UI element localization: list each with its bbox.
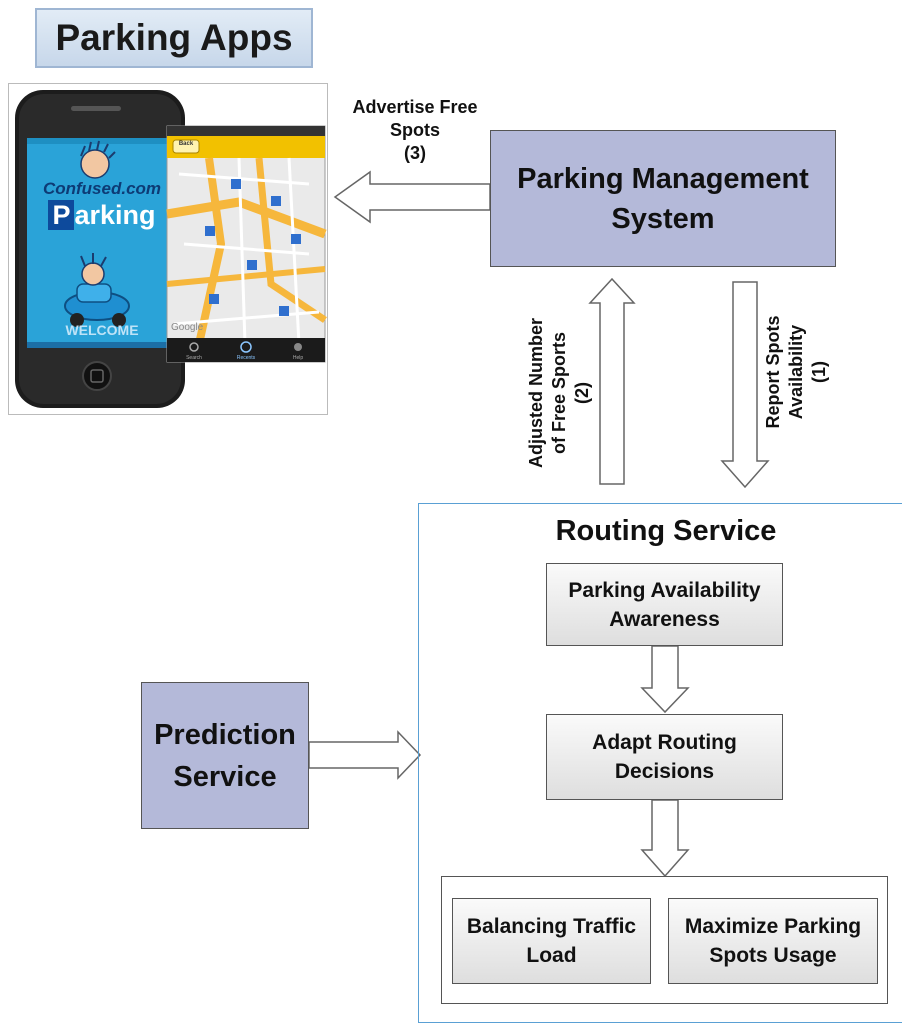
app-name-initial: P — [48, 200, 75, 230]
routing-service-container — [418, 503, 902, 1023]
balancing-traffic-load-box: Balancing Traffic Load — [452, 898, 651, 984]
page-title: Parking Apps — [35, 8, 313, 68]
map-tab-help: Help — [292, 355, 304, 361]
prediction-arrow — [308, 730, 422, 780]
report-line3: (1) — [809, 361, 829, 383]
parking-availability-awareness-box: Parking Availability Awareness — [546, 563, 783, 646]
report-line2: Availability — [786, 324, 806, 420]
prediction-line1: Prediction — [154, 718, 296, 751]
report-label: Report Spots Availability (1) — [762, 302, 834, 442]
adapt-line1: Adapt Routing — [592, 731, 737, 754]
map-tab-search: Search — [186, 355, 202, 361]
map-back-button: Back — [178, 141, 194, 147]
map-watermark: Google — [171, 322, 204, 333]
parking-management-system-box: Parking Management System — [490, 130, 836, 267]
awareness-to-adapt-arrow — [640, 645, 690, 714]
report-line1: Report Spots — [763, 315, 783, 429]
adjusted-line3: (2) — [572, 382, 592, 404]
prediction-line2: Service — [173, 760, 277, 793]
adapt-line2: Decisions — [614, 760, 715, 783]
adjusted-label: Adjusted Number of Free Sports (2) — [525, 303, 597, 483]
adjusted-line2: of Free Sports — [549, 331, 569, 455]
maximize-line1: Maximize Parking — [684, 915, 862, 938]
brand-logo: Confused.com — [42, 179, 162, 198]
advertise-line1: Advertise Free — [352, 97, 478, 117]
routing-service-title: Routing Service — [555, 515, 777, 547]
map-tab-recents: Recents — [236, 355, 256, 361]
prediction-service-box: Prediction Service — [141, 682, 309, 829]
advertise-line3: (3) — [404, 143, 426, 163]
phone-graphic — [15, 90, 327, 408]
maximize-line2: Spots Usage — [709, 944, 837, 967]
adjusted-arrow — [588, 277, 636, 485]
balancing-line2: Load — [526, 944, 577, 967]
awareness-line1: Parking Availability — [568, 578, 761, 602]
advertise-arrow — [333, 170, 491, 224]
welcome-text: WELCOME — [65, 322, 139, 338]
awareness-line2: Awareness — [609, 607, 720, 631]
adjusted-line1: Adjusted Number — [526, 318, 546, 469]
advertise-label: Advertise Free Spots (3) — [330, 96, 500, 165]
balancing-line1: Balancing Traffic — [466, 915, 637, 938]
advertise-line2: Spots — [389, 120, 440, 140]
report-arrow — [720, 281, 770, 489]
pms-line1: Parking Management — [517, 162, 809, 195]
app-name-rest: arking — [74, 200, 156, 230]
adapt-to-goals-arrow — [640, 799, 690, 878]
adapt-routing-decisions-box: Adapt Routing Decisions — [546, 714, 783, 800]
maximize-parking-spots-usage-box: Maximize Parking Spots Usage — [668, 898, 878, 984]
pms-line2: System — [611, 202, 715, 235]
